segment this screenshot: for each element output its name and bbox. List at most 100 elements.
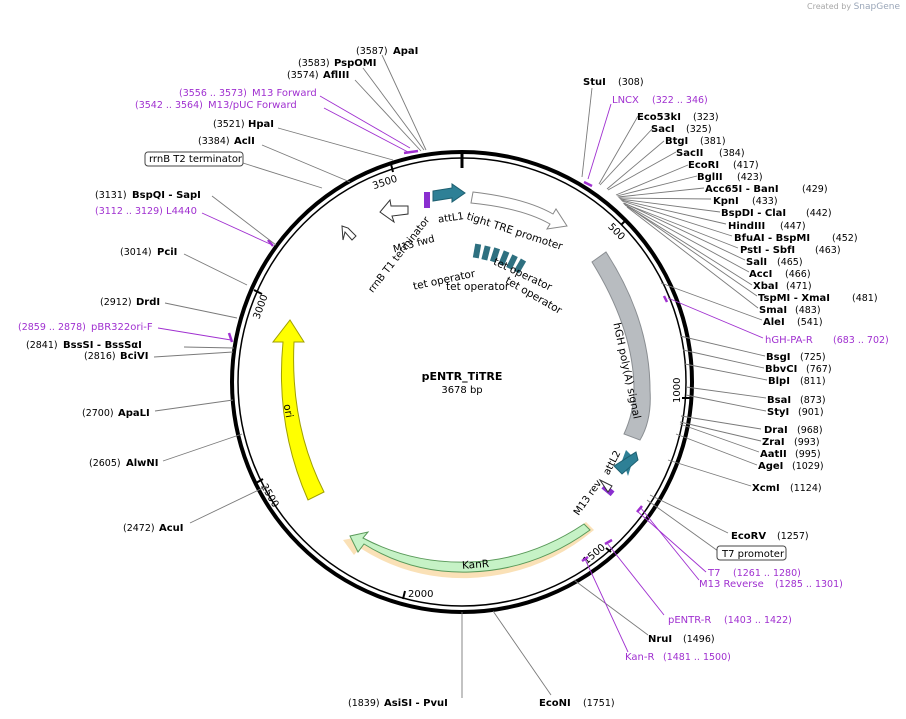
pos-bciVI: (2816)	[84, 351, 116, 362]
leader-blpI	[684, 363, 768, 381]
primer-hghpa: hGH-PA-R	[765, 335, 813, 346]
site-bsaI: BsaI	[767, 395, 791, 406]
site-zraI: ZraI	[762, 437, 785, 448]
leader-hindIII	[620, 199, 727, 225]
leader-pstI	[622, 202, 739, 249]
pos-ecoNI: (1751)	[583, 698, 615, 709]
tick-label-500: 500	[605, 222, 626, 243]
pos-zraI: (993)	[794, 437, 820, 448]
attL2-body	[613, 451, 639, 475]
site-aleI: AleI	[763, 317, 785, 328]
site-drdI: DrdI	[136, 297, 160, 308]
leader-bsaI	[685, 386, 767, 399]
tick-2500	[255, 478, 264, 484]
leader-l4440	[201, 212, 271, 245]
attL1-arrow	[432, 183, 466, 203]
site-aatII: AatII	[760, 449, 787, 460]
pos-aatII: (995)	[795, 449, 821, 460]
site-aclI: AclI	[234, 136, 255, 147]
leader-aclI	[261, 144, 351, 183]
pos-pbr: (2859 .. 2878)	[18, 322, 86, 333]
box-rrnb-t2	[144, 151, 244, 167]
primer-lncx: LNCX	[612, 95, 639, 106]
pos-pspOMI: (3583)	[298, 58, 330, 69]
hgh-polya-block	[591, 251, 651, 441]
plasmid-size: 3678 bp	[441, 385, 482, 396]
pos-asiSI: (1839)	[348, 698, 380, 709]
tet-block	[472, 243, 482, 259]
site-draI: DraI	[764, 425, 788, 436]
leader-ecoRV	[649, 494, 729, 534]
pos-bspDI: (442)	[806, 208, 832, 219]
site-pstI: PstI - SbfI	[740, 245, 795, 256]
leader-styI	[685, 394, 767, 412]
site-smaI: SmaI	[759, 305, 787, 316]
pos-m13pUC: (3542 .. 3564)	[135, 100, 203, 111]
pos-accI: (466)	[785, 269, 811, 280]
snapgene-credit: Created by SnapGene	[807, 2, 900, 12]
pos-bssSI: (2841)	[26, 340, 58, 351]
leader-hpaI	[277, 127, 394, 161]
tet-block	[513, 258, 527, 274]
pos-kanR: (1481 .. 1500)	[663, 652, 731, 663]
kanr-label: KanR	[462, 558, 490, 572]
leader-sacI	[599, 127, 654, 186]
site-salI: SalI	[746, 257, 767, 268]
leader-m13fwd	[319, 95, 411, 149]
pos-eco53kI: (323)	[693, 112, 719, 123]
site-bglII: BglII	[697, 172, 723, 183]
pos-bfuAI: (452)	[832, 233, 858, 244]
leader-eco53kI	[598, 115, 639, 185]
primer-kanR: Kan-R	[625, 652, 654, 663]
site-sacI: SacI	[651, 124, 675, 135]
pos-sacI: (325)	[686, 124, 712, 135]
primer-m13pUC: M13/pUC Forward	[208, 100, 297, 111]
leader-sacII	[607, 151, 677, 191]
leader-drdI	[164, 302, 238, 319]
leader-zraI	[679, 421, 762, 442]
leader-pspOMI	[362, 67, 425, 151]
site-nruI: NruI	[648, 634, 672, 645]
pos-sacII: (384)	[719, 148, 745, 159]
pos-acuI: (2472)	[123, 523, 155, 534]
snapgene-logo: SnapGene	[853, 2, 900, 12]
leader-ecoNI	[492, 610, 552, 696]
pos-btgI: (381)	[700, 136, 726, 147]
site-pspOMI: PspOMI	[334, 58, 376, 69]
m13-rev-arrow	[598, 478, 613, 493]
leader-stuI	[581, 87, 593, 178]
leader-aleI	[660, 282, 763, 321]
leader-kpnI	[618, 197, 712, 200]
m13-fwd-arrow	[379, 198, 409, 224]
pos-xcmI: (1124)	[790, 483, 822, 494]
site-bspDI: BspDI - ClaI	[721, 208, 786, 219]
pos-m13fwd-primer: (3556 .. 3573)	[179, 88, 247, 99]
tick-2000	[402, 590, 406, 600]
primer-m13fwd: M13 Forward	[252, 88, 317, 99]
site-btgI: BtgI	[665, 136, 688, 147]
site-bfuAI: BfuAI - BspMI	[734, 233, 810, 244]
tet-operator-blocks	[472, 243, 527, 274]
primer-t7: T7	[707, 568, 720, 579]
pos-drdI: (2912)	[100, 297, 132, 308]
site-tspMI: TspMI - XmaI	[758, 293, 830, 304]
pos-hindIII: (447)	[780, 221, 806, 232]
site-bciVI: BciVI	[120, 351, 148, 362]
site-stuI: StuI	[583, 77, 606, 88]
site-ecoNI: EcoNI	[539, 698, 571, 709]
pos-aleI: (541)	[797, 317, 823, 328]
leader-hghpa	[667, 297, 764, 339]
leader-salI	[623, 202, 746, 261]
site-bssSI: BssSI - BssSαI	[63, 340, 142, 351]
tick-3500	[390, 163, 394, 173]
site-eco53kI: Eco53kI	[637, 112, 681, 123]
primer-mark-pentr	[604, 538, 613, 546]
primer-m13rev: M13 Reverse	[699, 579, 764, 590]
pos-bsaI: (873)	[800, 395, 826, 406]
primer-mark-m13pUC	[403, 149, 419, 155]
leader-ecoRI	[615, 164, 689, 196]
leader-sapI	[211, 195, 277, 246]
primer-mark-t7	[636, 505, 643, 513]
leader-bspDI	[619, 198, 721, 213]
